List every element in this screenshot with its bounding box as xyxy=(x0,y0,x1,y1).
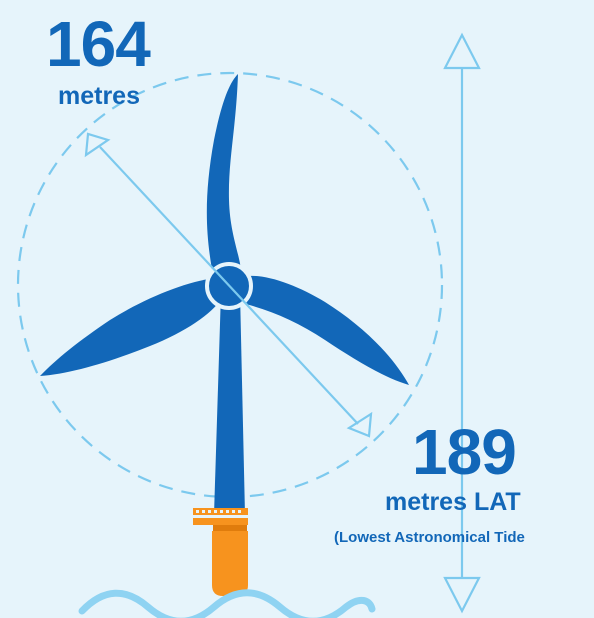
turbine-tower xyxy=(214,292,245,515)
foundation xyxy=(193,508,248,596)
blade-top xyxy=(206,74,242,282)
sea-wave xyxy=(78,589,376,618)
tip-height-note: (Lowest Astronomical Tide xyxy=(334,529,525,546)
blade-right xyxy=(237,275,409,385)
rotor-diameter-unit: metres xyxy=(58,82,140,110)
rotor-diameter-value: 164 xyxy=(46,8,151,80)
tip-height-value: 189 xyxy=(412,416,517,488)
rotor-diameter-arrow xyxy=(84,132,373,438)
tip-height-arrow xyxy=(443,32,481,614)
turbine-blades xyxy=(40,74,409,385)
tip-height-unit: metres LAT xyxy=(385,488,521,516)
blade-left xyxy=(40,278,222,376)
